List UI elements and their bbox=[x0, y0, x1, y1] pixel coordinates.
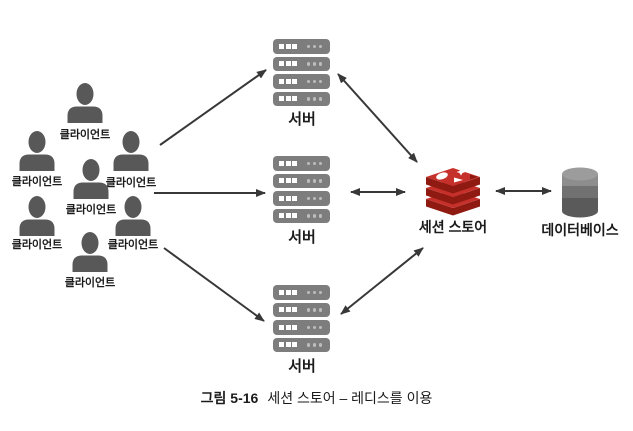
person-icon bbox=[19, 131, 55, 171]
server-unit bbox=[273, 208, 330, 223]
figure-number: 그림 5-16 bbox=[200, 390, 259, 406]
server-unit bbox=[273, 337, 330, 352]
server-unit bbox=[273, 156, 330, 171]
figure-caption: 그림 5-16 세션 스토어 – 레디스를 이용 bbox=[0, 388, 633, 408]
redis-icon bbox=[423, 168, 483, 218]
client-label: 클라이언트 bbox=[65, 204, 117, 216]
server-unit bbox=[273, 285, 330, 300]
server-label: 서버 bbox=[288, 111, 316, 128]
server-rack-icon bbox=[273, 285, 331, 355]
server-unit bbox=[273, 91, 330, 106]
server-unit bbox=[273, 39, 330, 54]
client-node bbox=[71, 232, 109, 272]
person-icon bbox=[73, 159, 109, 199]
session-store-label: 세션 스토어 bbox=[418, 219, 488, 235]
figure-title: 세션 스토어 – 레디스를 이용 bbox=[267, 390, 433, 406]
server-rack-icon bbox=[273, 156, 331, 226]
server-unit bbox=[273, 320, 330, 335]
server-unit bbox=[273, 191, 330, 206]
person-icon bbox=[115, 196, 151, 236]
client-label: 클라이언트 bbox=[105, 177, 157, 189]
client-node bbox=[66, 83, 104, 123]
person-icon bbox=[113, 131, 149, 171]
client-label: 클라이언트 bbox=[64, 277, 116, 289]
person-icon bbox=[67, 83, 103, 123]
database-label: 데이터베이스 bbox=[541, 222, 619, 238]
client-label: 클라이언트 bbox=[59, 129, 111, 141]
server-label: 서버 bbox=[288, 358, 316, 375]
client-label: 클라이언트 bbox=[107, 239, 159, 251]
client-node bbox=[18, 131, 56, 171]
server-unit bbox=[273, 74, 330, 89]
client-node bbox=[112, 131, 150, 171]
double-arrow bbox=[340, 247, 424, 315]
arrow bbox=[163, 247, 265, 322]
server-unit bbox=[273, 173, 330, 188]
person-icon bbox=[19, 196, 55, 236]
double-arrow bbox=[337, 73, 418, 163]
client-label: 클라이언트 bbox=[11, 239, 63, 251]
database-cylinder-icon bbox=[560, 165, 600, 218]
server-unit bbox=[273, 56, 330, 71]
server-unit bbox=[273, 302, 330, 317]
client-node bbox=[18, 196, 56, 236]
arrow bbox=[159, 69, 267, 146]
server-label: 서버 bbox=[288, 229, 316, 246]
client-label: 클라이언트 bbox=[11, 176, 63, 188]
server-rack-icon bbox=[273, 39, 331, 109]
person-icon bbox=[72, 232, 108, 272]
client-node bbox=[114, 196, 152, 236]
client-node bbox=[72, 159, 110, 199]
